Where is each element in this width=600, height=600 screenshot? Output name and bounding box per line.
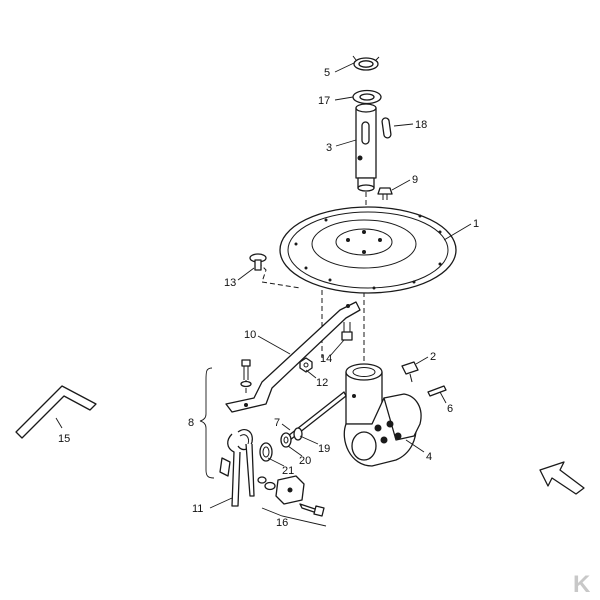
callout-18: 18 [415, 119, 427, 131]
part-17-washer [352, 89, 382, 105]
callout-11: 11 [192, 503, 203, 515]
part-9-bolt [377, 187, 393, 200]
callout-labels: 5 17 18 3 9 1 13 10 14 2 12 8 7 6 15 19 … [58, 67, 479, 529]
leader-lines [55, 62, 472, 509]
callout-20: 20 [299, 455, 311, 467]
part-3-shaft [355, 103, 377, 192]
callout-10: 10 [244, 329, 256, 341]
callout-7: 7 [274, 417, 280, 429]
part-20-washer [280, 432, 292, 448]
arm-bolt [240, 359, 252, 388]
callout-14: 14 [320, 353, 332, 365]
brand-logo: K [573, 571, 591, 598]
part-1-disc [279, 206, 457, 294]
callout-4: 4 [426, 451, 432, 463]
part-4-housing [343, 363, 422, 467]
callout-2: 2 [430, 351, 436, 363]
part-11-tine [219, 428, 255, 507]
brand-logo-letter: K [573, 571, 591, 598]
callout-13: 13 [224, 277, 236, 289]
part-16-clamp-assembly [257, 475, 325, 517]
part-13-carriage-bolt [249, 253, 267, 271]
callout-19: 19 [318, 443, 330, 455]
callout-3: 3 [326, 142, 332, 154]
callout-9: 9 [412, 174, 418, 186]
callout-8: 8 [188, 417, 194, 429]
callout-16: 16 [276, 517, 288, 529]
part-14-bolt [341, 322, 353, 341]
callout-21: 21 [282, 465, 294, 477]
callout-15: 15 [58, 433, 70, 445]
callout-5: 5 [324, 67, 330, 79]
part-10-support-arm [225, 301, 361, 413]
part-21-spring [259, 442, 273, 462]
part-12-nut [299, 357, 313, 373]
callout-12: 12 [316, 377, 328, 389]
callout-17: 17 [318, 95, 330, 107]
part-18-key [381, 117, 392, 139]
group-bracket-8 [199, 367, 215, 479]
callout-1: 1 [473, 218, 479, 230]
part-2-pin-clip [401, 361, 419, 383]
callout-6: 6 [447, 403, 453, 415]
part-5-circlip [352, 55, 380, 71]
part-19-washer [293, 427, 303, 441]
group-line-16 [261, 507, 327, 527]
part-6-roll-pin [427, 385, 447, 397]
direction-arrow-icon [539, 461, 585, 495]
part-15-l-bracket [15, 385, 97, 439]
